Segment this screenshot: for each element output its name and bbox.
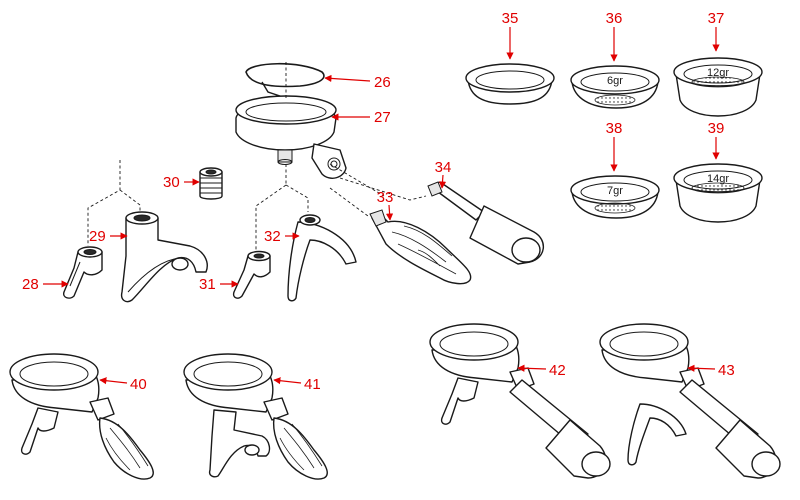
part-30-threaded-bushing [199, 167, 223, 200]
part-37-basket-12gr [673, 57, 763, 117]
part-33-wood-handle [369, 209, 472, 285]
callout-42: 42 [549, 362, 566, 379]
callout-36: 36 [606, 10, 623, 27]
part-42-assembly-cylinder-single [429, 323, 611, 479]
callout-30: 30 [163, 174, 180, 191]
part-34-cylinder-handle [427, 181, 544, 265]
dose-label-14gr: 14gr [707, 173, 729, 185]
part-41-assembly-wood-double [183, 353, 328, 480]
callout-39: 39 [708, 120, 725, 137]
dose-label-12gr: 12gr [707, 67, 729, 79]
callout-31: 31 [199, 276, 216, 293]
leader-42 [517, 364, 547, 372]
part-36-basket-6gr [570, 65, 660, 109]
leader-40 [99, 377, 128, 385]
dose-label-6gr: 6gr [607, 75, 623, 87]
callout-26: 26 [374, 74, 391, 91]
callout-labels: 26 27 28 29 30 31 32 33 34 35 36 37 38 3… [22, 10, 735, 393]
callout-43: 43 [718, 362, 735, 379]
leader-26 [324, 74, 371, 83]
part-32-curved-spout [287, 214, 357, 302]
part-39-basket-14gr [673, 163, 763, 223]
callout-27: 27 [374, 109, 391, 126]
callout-37: 37 [708, 10, 725, 27]
part-26-spring-clip [245, 62, 325, 99]
part-43-assembly-cylinder-double [599, 323, 781, 479]
leader-34 [438, 174, 447, 189]
callout-28: 28 [22, 276, 39, 293]
callout-33: 33 [377, 189, 394, 206]
callout-38: 38 [606, 120, 623, 137]
callout-34: 34 [435, 159, 452, 176]
dose-label-7gr: 7gr [607, 185, 623, 197]
part-38-basket-7gr [570, 175, 660, 219]
assembly-guide-lines [87, 62, 427, 250]
callout-40: 40 [130, 376, 147, 393]
leader-33 [385, 204, 394, 221]
callout-35: 35 [502, 10, 519, 27]
part-35-blind-basket [465, 63, 555, 105]
callout-32: 32 [264, 228, 281, 245]
leader-43 [687, 364, 716, 372]
leader-41 [273, 377, 302, 385]
part-40-assembly-wood-single [9, 353, 154, 480]
callout-41: 41 [304, 376, 321, 393]
part-27-holder-body [235, 95, 347, 179]
callout-29: 29 [89, 228, 106, 245]
part-31-small-spout [232, 250, 271, 299]
part-29-double-spout [120, 211, 208, 303]
basket-dose-labels: 6gr 12gr 7gr 14gr [607, 67, 729, 197]
part-28-single-spout [62, 246, 103, 299]
